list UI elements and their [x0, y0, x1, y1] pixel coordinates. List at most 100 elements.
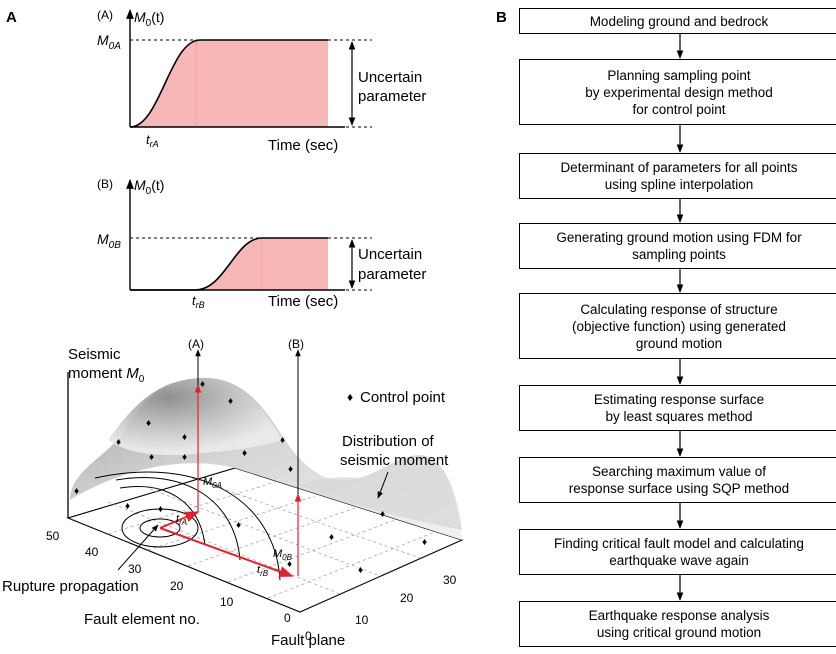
graph-a-tag: (A)	[97, 8, 113, 22]
distribution-label-2: seismic moment	[340, 452, 449, 469]
right-axis-ticks: 0 10 20 30	[305, 573, 457, 643]
right-tick: 10	[355, 613, 369, 627]
control-point: ♦	[146, 418, 151, 429]
rupture-arc	[115, 477, 241, 561]
control-point: ♦	[200, 379, 205, 390]
rupture-circles	[94, 471, 281, 581]
graph-b: (B) M0(t) M0B trB Time (sec) Uncertain p…	[97, 177, 426, 310]
rupture-vector-b	[159, 527, 294, 577]
uncertain-label-b-1: Uncertain	[358, 246, 422, 263]
right-tick: 20	[400, 591, 414, 605]
flow-step-line: earthquake wave again	[609, 553, 749, 568]
right-tick: 30	[443, 573, 457, 587]
flow-step-line: ground motion	[635, 335, 723, 351]
panel-b-letter: B	[496, 9, 507, 26]
left-tick: 20	[170, 579, 184, 593]
graph-b-tag: (B)	[97, 177, 113, 191]
level-label-a: M0A	[97, 32, 121, 52]
grid-line	[149, 488, 381, 577]
graph-a: (A) M0(t) M0A trA Time (sec) Uncertain p…	[97, 8, 426, 154]
flow-step-line: Estimating response surface	[593, 392, 765, 407]
left-tick: 40	[85, 545, 99, 559]
level-label-b: M0B	[97, 231, 121, 251]
flow-step-line: for control point	[632, 101, 726, 117]
rupture-circle	[139, 518, 181, 538]
rupture-pointer	[117, 524, 159, 571]
left-tick: 30	[128, 562, 142, 576]
uncertain-label-a-2: parameter	[358, 88, 426, 105]
flow-step-line: (objective function) using generated	[572, 318, 786, 334]
rupture-arc	[94, 471, 281, 581]
flow-step-line: using critical ground motion	[596, 625, 762, 640]
flow-step: Earthquake response analysis using critic…	[519, 601, 836, 647]
flow-step: Modeling ground and bedrock	[519, 8, 836, 34]
flow-step-line: Earthquake response analysis	[588, 608, 770, 623]
flow-step-line: by experimental design method	[585, 84, 773, 100]
control-point: ♦	[228, 396, 233, 407]
right-tick: 0	[305, 629, 312, 643]
left-tick: 50	[46, 529, 60, 543]
grid-line	[147, 495, 316, 551]
control-point: ♦	[358, 565, 363, 576]
graph-a-y-label: M0(t)	[134, 9, 164, 29]
control-point: ♦	[182, 432, 187, 443]
flow-step-line: Searching maximum value of	[591, 464, 767, 479]
moment-fill-a	[130, 40, 328, 127]
flow-step: Finding critical fault model and calcula…	[519, 529, 836, 575]
control-point: ♦	[287, 559, 292, 570]
grid-line	[107, 481, 276, 535]
control-point: ♦	[125, 501, 130, 512]
control-point: ♦	[380, 509, 385, 520]
control-point: ♦	[116, 437, 121, 448]
surface-peak	[108, 377, 282, 456]
control-point: ♦	[329, 532, 334, 543]
distribution-label-1: Distribution of	[342, 433, 435, 450]
panel-a-letter: A	[6, 9, 17, 26]
tra-label: trA	[176, 513, 187, 527]
flow-step: Determinant of parameters for all points…	[519, 153, 836, 199]
flow-step-line: sampling points	[632, 247, 726, 262]
distribution-arrow	[377, 471, 389, 499]
rupture-circle	[121, 508, 199, 548]
rupture-vector-a	[159, 511, 200, 529]
uncertain-label-b-2: parameter	[358, 266, 426, 283]
flow-step-line: Planning sampling point	[607, 67, 751, 83]
control-point: ♦	[280, 435, 285, 446]
graph-b-y-label: M0(t)	[134, 177, 164, 197]
marker-b-label: (B)	[288, 337, 304, 351]
flow-step-line: using spline interpolation	[604, 177, 754, 192]
grid-line	[191, 477, 421, 559]
flow-step: Searching maximum value of response surfa…	[519, 457, 836, 503]
legend-text: Control point	[360, 389, 446, 406]
flow-step: Calculating response of structure(object…	[519, 293, 836, 359]
fault-element-label: Fault element no.	[84, 611, 200, 628]
left-axis-ticks: 50 40 30 20 10 0	[46, 529, 291, 625]
t-label-b: trB	[192, 293, 205, 310]
flow-step-line: Modeling ground and bedrock	[589, 13, 769, 29]
flow-step-line: Calculating response of structure	[580, 301, 778, 317]
flow-step-line: response surface using SQP method	[568, 481, 790, 496]
trb-label: trB	[257, 564, 269, 578]
control-point: ♦	[149, 452, 154, 463]
m0b-label: M0B	[273, 548, 293, 562]
x-label-a: Time (sec)	[268, 137, 338, 154]
control-points: ♦ ♦ ♦ ♦ ♦ ♦ ♦ ♦ ♦ ♦ ♦ ♦ ♦ ♦ ♦ ♦ ♦ ♦ ♦	[74, 379, 427, 576]
legend-symbol: ♦	[347, 390, 353, 404]
z-label-1: Seismic	[68, 346, 121, 363]
flow-step-line: Finding critical fault model and calcula…	[554, 536, 804, 551]
t-label-a: trA	[146, 132, 159, 149]
rupture-arc	[119, 486, 206, 546]
m0a-label: M0A	[203, 476, 222, 490]
flow-step-line: Determinant of parameters for all points	[560, 160, 798, 175]
control-point: ♦	[288, 464, 293, 475]
control-point: ♦	[242, 448, 247, 459]
moment-curve-a	[129, 39, 328, 128]
left-tick: 10	[220, 595, 234, 609]
fault-plane-label: Fault plane	[271, 632, 345, 649]
flow-step-line: by least squares method	[605, 409, 753, 424]
x-label-b: Time (sec)	[268, 293, 338, 310]
control-point: ♦	[422, 537, 427, 548]
